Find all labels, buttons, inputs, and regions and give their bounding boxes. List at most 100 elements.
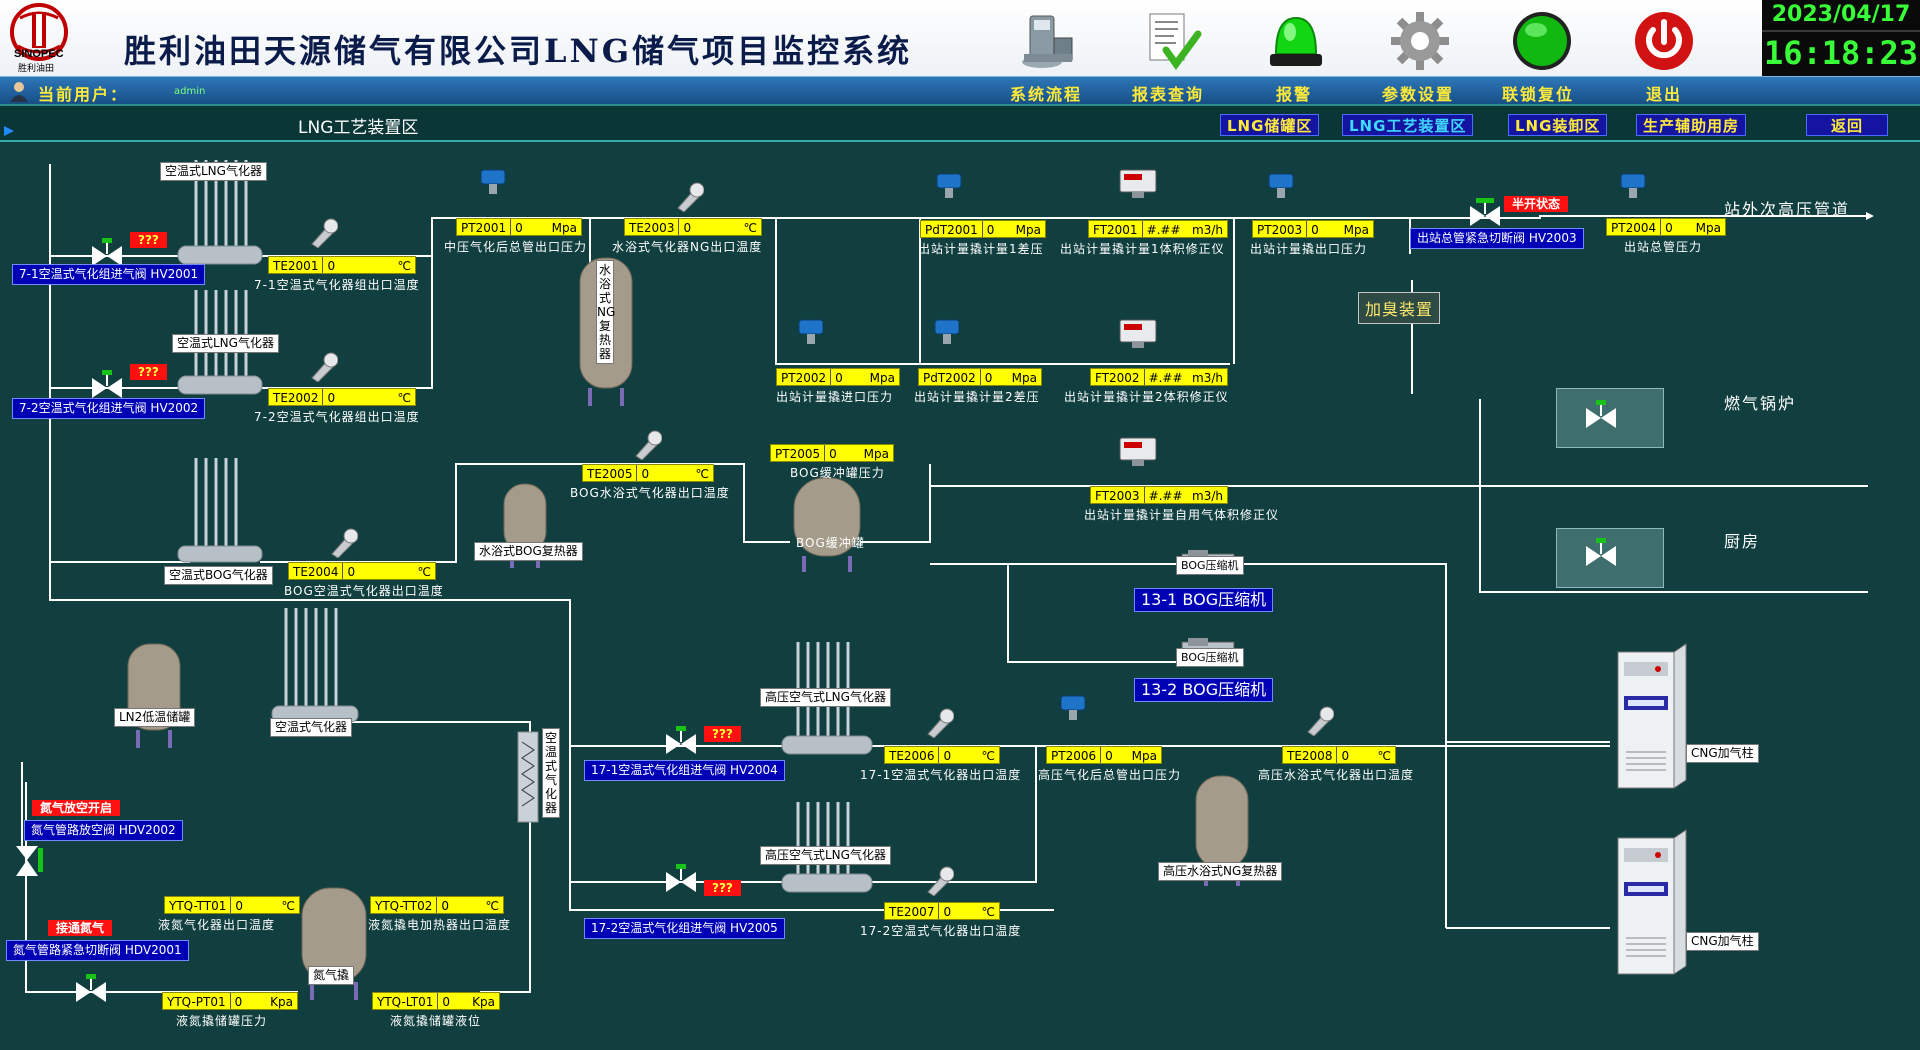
temperature-transmitter-icon xyxy=(927,708,954,738)
area-btn-lng-process[interactable]: LNG工艺装置区 xyxy=(1342,114,1474,136)
tag-te2007-desc: 17-2空温式气化器出口温度 xyxy=(860,924,1022,938)
pressure-transmitter-icon xyxy=(934,319,960,344)
menu-report-query[interactable]: 报表查询 xyxy=(1132,85,1205,104)
valve-hv2003-label[interactable]: 出站总管紧急切断阀 HV2003 xyxy=(1410,228,1584,249)
pressure-transmitter-icon xyxy=(1620,173,1646,198)
green-status-icon[interactable] xyxy=(1510,10,1574,72)
valve-hv2005-icon[interactable] xyxy=(664,864,698,898)
settings-gear-icon[interactable] xyxy=(1388,10,1452,72)
valve-hv2002-label[interactable]: 7-2空温式气化组进气阀 HV2002 xyxy=(12,398,206,419)
temperature-transmitter-icon xyxy=(927,866,954,896)
clock-date: 2023/04/17 xyxy=(1762,2,1920,32)
ln2-tank-icon xyxy=(127,643,181,748)
process-canvas: 空温式LNG气化器 空温式LNG气化器 空温式BOG气化器 水浴式NG复热器 水… xyxy=(0,142,1920,1050)
menu-interlock-reset[interactable]: 联锁复位 xyxy=(1502,85,1575,104)
tag-ft2002[interactable]: FT2002#.##m3/h xyxy=(1090,368,1228,386)
header-bar: SINOPEC 胜利油田 胜利油田天源储气有限公司LNG储气项目监控系统 xyxy=(0,0,1920,76)
tag-te2004-desc: BOG空温式气化器出口温度 xyxy=(284,584,444,598)
tag-ft2003-desc: 出站计量撬计量自用气体积修正仪 xyxy=(1084,508,1280,522)
tag-pt2005-desc: BOG缓冲罐压力 xyxy=(790,466,885,480)
bog-compressor-13-2-button[interactable]: 13-2 BOG压缩机 xyxy=(1134,678,1274,702)
tag-ytq-pt01-desc: 液氮撬储罐压力 xyxy=(176,1014,268,1028)
valve-hv2001-label[interactable]: 7-1空温式气化组进气阀 HV2001 xyxy=(12,264,206,285)
sinopec-logo xyxy=(10,3,68,61)
area-bar: LNG工艺装置区 LNG储罐区 LNG工艺装置区 LNG装卸区 生产辅助用房 返… xyxy=(0,104,1920,142)
tag-pt2002-desc: 出站计量撬进口压力 xyxy=(776,390,894,404)
current-user-name: admin xyxy=(174,86,206,97)
valve-hv2005-status: ??? xyxy=(704,880,741,896)
temperature-transmitter-icon xyxy=(331,528,358,558)
hp-vaporizer-2-label: 高压空气式LNG气化器 xyxy=(760,846,891,865)
area-btn-aux-building[interactable]: 生产辅助用房 xyxy=(1636,114,1747,136)
menu-alarm[interactable]: 报警 xyxy=(1276,85,1313,104)
menu-system-flow[interactable]: 系统流程 xyxy=(1010,85,1083,104)
valve-hdv2002-label[interactable]: 氮气管路放空阀 HDV2002 xyxy=(24,820,183,841)
area-btn-lng-tank[interactable]: LNG储罐区 xyxy=(1220,114,1320,136)
valve-hdv2001-label[interactable]: 氮气管路紧急切断阀 HDV2001 xyxy=(6,940,189,961)
valve-hv2003-icon[interactable] xyxy=(1468,198,1502,232)
cng-dispenser-2-icon[interactable] xyxy=(1614,828,1690,978)
tag-ft2003[interactable]: FT2003#.##m3/h xyxy=(1090,486,1228,504)
process-equipment-icon[interactable] xyxy=(1016,10,1080,72)
area-btn-lng-loading[interactable]: LNG装卸区 xyxy=(1508,114,1608,136)
hp-pipeline-label: 站外次高压管道 xyxy=(1724,200,1851,219)
valve-hv2004-icon[interactable] xyxy=(664,726,698,760)
valve-hv2001-icon[interactable] xyxy=(90,238,124,272)
valve-hdv2002-icon[interactable] xyxy=(12,844,46,878)
app-title: 胜利油田天源储气有限公司LNG储气项目监控系统 xyxy=(124,32,913,70)
report-document-icon[interactable] xyxy=(1140,10,1204,72)
n2-air-vaporizer-label: 空温式气化器 xyxy=(542,728,560,818)
cng-dispenser-1-icon[interactable] xyxy=(1614,642,1690,792)
hp-vaporizer-1-label: 高压空气式LNG气化器 xyxy=(760,688,891,707)
cng-dispenser-2-label: CNG加气柱 xyxy=(1686,932,1759,951)
bog-compressor-1-label: BOG压缩机 xyxy=(1176,556,1244,575)
valve-hv2004-label[interactable]: 17-1空温式气化组进气阀 HV2004 xyxy=(584,760,785,781)
pressure-transmitter-icon xyxy=(1268,173,1294,198)
power-exit-icon[interactable] xyxy=(1632,10,1696,72)
menu-exit[interactable]: 退出 xyxy=(1646,85,1683,104)
area-btn-return[interactable]: 返回 xyxy=(1806,114,1888,136)
valve-hdv2002-status: 氮气放空开启 xyxy=(32,800,121,816)
boiler-valve-icon[interactable] xyxy=(1584,400,1618,434)
menu-parameter-settings[interactable]: 参数设置 xyxy=(1382,85,1455,104)
ln2-tank-label: LN2低温储罐 xyxy=(114,708,196,727)
bog-compressor-13-1-button[interactable]: 13-1 BOG压缩机 xyxy=(1134,588,1274,612)
tag-pdt2001-desc: 出站计量撬计量1差压 xyxy=(918,242,1044,256)
kitchen-label: 厨房 xyxy=(1724,532,1761,551)
valve-hv2005-label[interactable]: 17-2空温式气化组进气阀 HV2005 xyxy=(584,918,785,939)
tag-ft2001[interactable]: FT2001#.##m3/h xyxy=(1088,220,1228,238)
tag-pt2001-desc: 中压气化后总管出口压力 xyxy=(444,240,588,254)
n2-skid-tank-icon xyxy=(301,887,367,1000)
alarm-light-icon[interactable] xyxy=(1264,10,1328,72)
tag-pdt2002-desc: 出站计量撬计量2差压 xyxy=(914,390,1040,404)
pressure-transmitter-icon xyxy=(936,173,962,198)
kitchen-valve-icon[interactable] xyxy=(1584,538,1618,572)
pressure-transmitter-icon xyxy=(1060,695,1086,720)
valve-hdv2001-icon[interactable] xyxy=(74,974,108,1008)
air-vaporizer-icon xyxy=(271,608,359,723)
odorizer-box[interactable]: 加臭装置 xyxy=(1358,292,1441,324)
n2-skid-label: 氮气撬 xyxy=(308,966,355,985)
valve-hv2002-icon[interactable] xyxy=(90,370,124,404)
tag-te2005-desc: BOG水浴式气化器出口温度 xyxy=(570,486,730,500)
